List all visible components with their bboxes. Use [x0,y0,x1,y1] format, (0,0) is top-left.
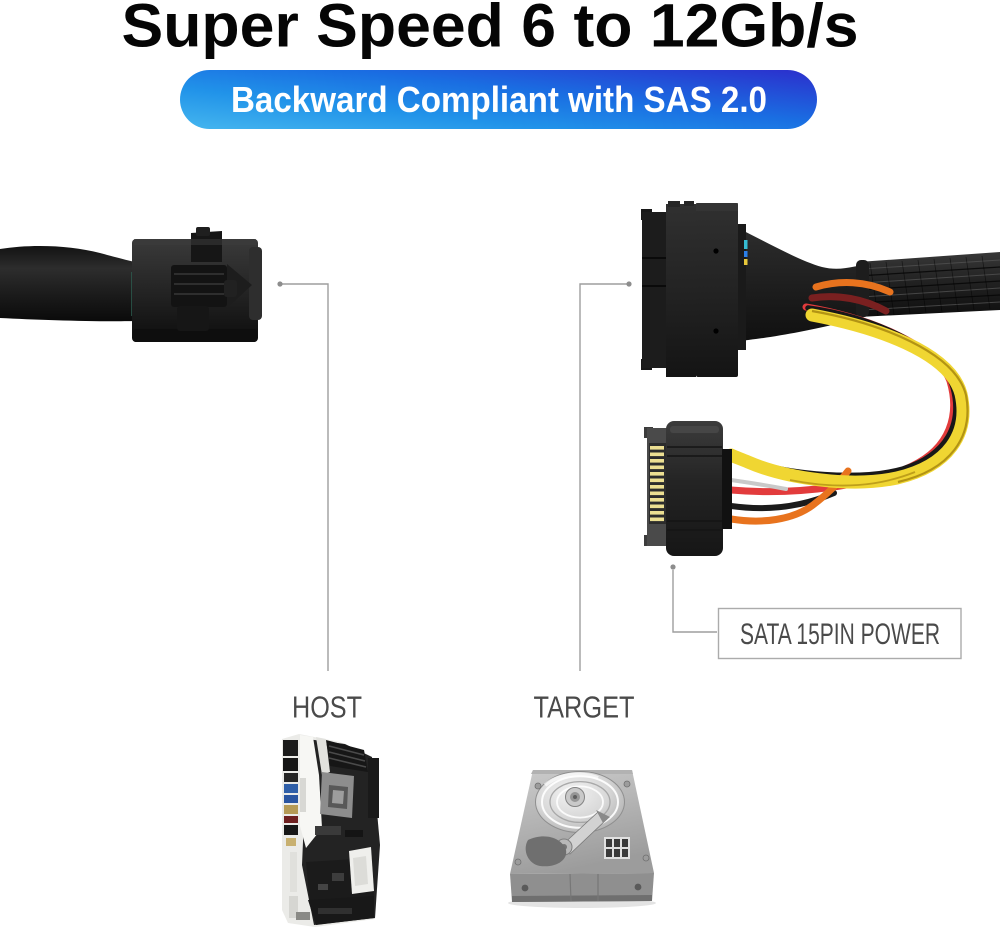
svg-text:Backward Compliant with SAS 2.: Backward Compliant with SAS 2.0 [231,79,767,120]
svg-text:Super Speed 6 to 12Gb/s: Super Speed 6 to 12Gb/s [122,0,859,60]
svg-text:SATA 15PIN POWER: SATA 15PIN POWER [740,618,940,651]
svg-text:TARGET: TARGET [534,690,635,725]
svg-text:HOST: HOST [292,690,362,725]
